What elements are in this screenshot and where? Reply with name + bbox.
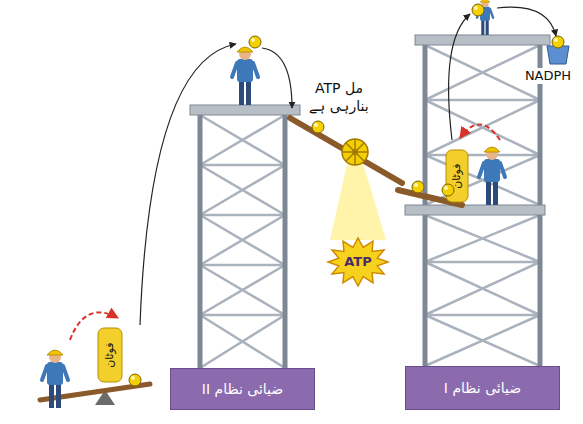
electron: [552, 36, 564, 48]
electron: [312, 121, 324, 133]
tower-left: [190, 105, 300, 370]
electron: [249, 36, 261, 48]
ramp: [290, 118, 402, 183]
swing-arrow: [460, 124, 500, 140]
bag-label: فوٹان: [450, 163, 464, 188]
electron: [472, 4, 484, 16]
product-label: NADPH: [523, 68, 573, 85]
system-base: ضیائی نظام I: [405, 366, 560, 410]
mill-caption: ATP مل بنارہی ہے: [299, 79, 379, 115]
product-label: ATP: [344, 254, 371, 271]
atp-burst: [328, 238, 388, 286]
electron: [412, 181, 424, 193]
bag-label: فوٹان: [103, 342, 117, 367]
system-name: ضیائی نظام II: [202, 381, 283, 397]
worker: [42, 350, 68, 408]
mill-wheel: [342, 139, 368, 165]
electron-path: [140, 7, 556, 325]
worker: [479, 147, 505, 205]
worker: [232, 47, 258, 105]
swing-arrow: [70, 312, 118, 340]
photon-bag: [98, 328, 122, 382]
electron: [129, 374, 141, 386]
system-base: ضیائی نظام II: [170, 368, 315, 410]
tower-right: [405, 35, 550, 368]
system-name: ضیائی نظام I: [444, 380, 521, 396]
bucket: [547, 46, 569, 64]
